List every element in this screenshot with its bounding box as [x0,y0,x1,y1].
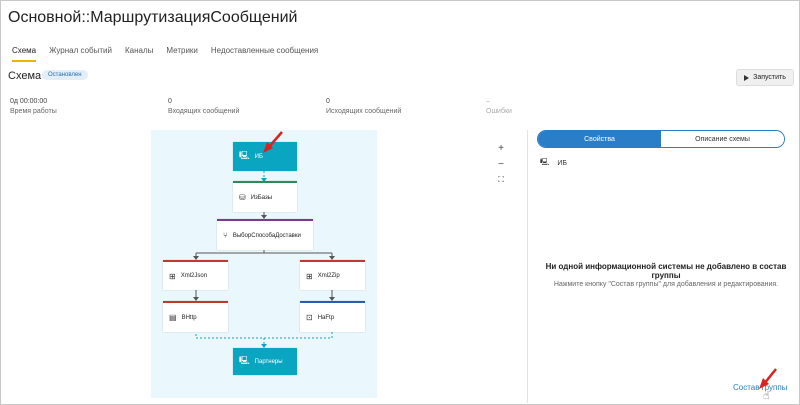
node-ib[interactable]: 🖳 ИБ [233,142,297,171]
diagram-canvas[interactable]: 🖳 ИБ ⛁ ИзБазы ⑂ ВыборСпособаДоставки ⊞ X… [151,130,377,398]
stat-uptime: 0д 00:00:00 Время работы [10,98,57,115]
node-naftp[interactable]: ⊡ НаFtp [300,301,365,332]
tab-scheme[interactable]: Схема [12,46,37,62]
node-vybor-label: ВыборСпособаДоставки [232,232,301,239]
node-vybor[interactable]: ⑂ ВыборСпособаДоставки [217,219,313,250]
stat-incoming-label: Входящих сообщений [168,108,240,115]
stat-incoming: 0 Входящих сообщений [168,98,239,115]
stat-uptime-value: 0д 00:00:00 [10,98,48,105]
panel-divider [527,130,528,403]
database-icon: ⛁ [239,193,246,202]
fit-screen-icon[interactable]: ⛶ [498,175,504,184]
monitor-icon: 🖳 [239,150,250,160]
ftp-icon: ⊡ [306,313,313,322]
run-button[interactable]: Запустить [736,69,794,86]
empty-state-title: Ни одной информационной системы не добав… [545,262,787,280]
zoom-in-icon[interactable]: + [498,143,504,154]
page-title: Основной::МаршрутизацияСообщений [8,9,298,26]
empty-state-subtitle: Нажмите кнопку "Состав группы" для добав… [553,281,779,288]
transform-icon: ⊞ [306,271,313,281]
section-title: Схема [8,70,42,82]
run-button-label: Запустить [753,74,786,81]
stat-errors-label: Ошибки [486,108,512,115]
svg-text:☝: ☝ [763,389,770,400]
tab-metrics[interactable]: Метрики [166,46,198,55]
monitor-icon: 🖳 [540,159,550,166]
tab-event-log[interactable]: Журнал событий [49,46,112,55]
node-partnery[interactable]: 🖳 Партнеры [233,348,297,375]
tab-properties[interactable]: Свойства [538,131,661,147]
node-izbazy-label: ИзБазы [250,194,273,201]
play-icon [744,74,750,81]
node-xml2json-label: Xml2Json [180,273,208,279]
node-partnery-label: Партнеры [254,358,283,365]
panel-tabs: Свойства Описание схемы [537,130,785,148]
transform-icon: ⊞ [169,271,176,281]
node-xml2zip-label: Xml2Zip [317,273,340,279]
http-icon: ▤ [169,313,177,322]
stat-outgoing-value: 0 [326,98,330,105]
stat-outgoing: 0 Исходящих сообщений [326,98,401,115]
selected-node-row: 🖳 ИБ [540,158,567,169]
node-xml2zip[interactable]: ⊞ Xml2Zip [300,260,365,290]
annotation-arrow: ☝ [759,368,777,400]
stat-uptime-label: Время работы [10,108,57,115]
node-ib-label: ИБ [254,153,263,160]
stat-errors: – Ошибки [486,98,512,115]
tab-bar: Схема Журнал событий Каналы Метрики Недо… [12,46,331,62]
node-bhttp[interactable]: ▤ BHttp [163,301,228,332]
monitor-icon: 🖳 [239,355,250,365]
tab-channels[interactable]: Каналы [124,46,154,55]
stat-errors-value: – [486,98,490,105]
stat-incoming-value: 0 [168,98,172,105]
node-naftp-label: НаFtp [317,314,335,321]
node-izbazy[interactable]: ⛁ ИзБазы [233,181,297,212]
branch-icon: ⑂ [223,231,228,240]
node-xml2json[interactable]: ⊞ Xml2Json [163,260,228,290]
zoom-controls: + − ⛶ [495,143,507,191]
tab-undelivered[interactable]: Недоставленные сообщения [210,46,319,55]
stat-outgoing-label: Исходящих сообщений [326,108,402,115]
status-badge: Остановлен [42,70,88,80]
tab-scheme-description[interactable]: Описание схемы [661,131,784,147]
annotation-arrow [263,131,283,153]
node-bhttp-label: BHttp [181,314,197,321]
zoom-out-icon[interactable]: − [498,159,504,170]
selected-node-label: ИБ [557,160,567,167]
